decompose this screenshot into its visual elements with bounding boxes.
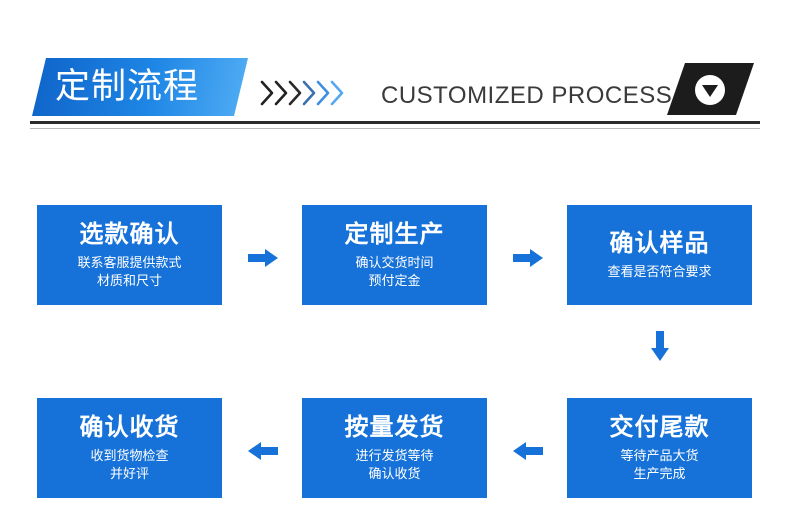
step-description: 进行发货等待 确认收货 <box>355 449 434 482</box>
down-triangle-circle-icon <box>695 75 725 105</box>
step-production: 定制生产 确认交货时间 预付定金 <box>302 205 487 305</box>
step-title: 选款确认 <box>79 220 180 248</box>
step-description: 联系客服提供款式 材质和尺寸 <box>77 256 182 289</box>
step-title: 确认样品 <box>609 229 710 257</box>
step-description: 等待产品大货 生产完成 <box>620 449 699 482</box>
step-title: 确认收货 <box>79 413 180 441</box>
step-title: 定制生产 <box>344 220 445 248</box>
step-confirm-receipt: 确认收货 收到货物检查 并好评 <box>37 398 222 498</box>
step-description: 查看是否符合要求 <box>607 265 712 280</box>
double-chevron-right-icon <box>260 80 344 106</box>
header-divider-thin <box>30 128 760 129</box>
step-title: 按量发货 <box>344 413 445 441</box>
arrow-right-icon <box>248 249 278 267</box>
step-final-payment: 交付尾款 等待产品大货 生产完成 <box>567 398 752 498</box>
page-title: 定制流程 <box>55 67 200 107</box>
step-description: 确认交货时间 预付定金 <box>355 256 434 289</box>
step-ship: 按量发货 进行发货等待 确认收货 <box>302 398 487 498</box>
arrow-left-icon <box>248 442 278 460</box>
arrow-down-icon <box>651 331 669 361</box>
arrow-left-icon <box>513 442 543 460</box>
arrow-right-icon <box>513 249 543 267</box>
step-confirm-sample: 确认样品 查看是否符合要求 <box>567 205 752 305</box>
step-select-style: 选款确认 联系客服提供款式 材质和尺寸 <box>37 205 222 305</box>
title-banner <box>32 58 248 116</box>
step-description: 收到货物检查 并好评 <box>90 449 169 482</box>
subtitle: CUSTOMIZED PROCESS <box>381 82 673 109</box>
step-title: 交付尾款 <box>609 413 710 441</box>
header-divider <box>30 121 760 124</box>
